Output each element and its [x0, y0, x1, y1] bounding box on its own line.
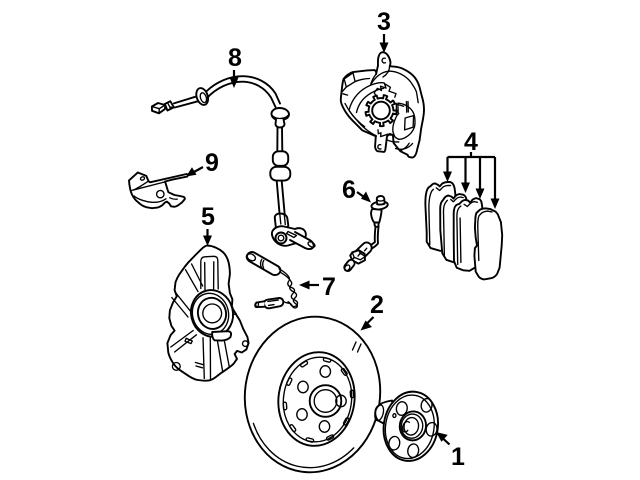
svg-text:5: 5 — [201, 203, 215, 231]
svg-text:2: 2 — [370, 291, 384, 319]
svg-text:4: 4 — [464, 128, 478, 156]
svg-text:9: 9 — [205, 149, 219, 177]
svg-text:3: 3 — [377, 8, 391, 36]
svg-text:6: 6 — [342, 176, 356, 204]
svg-text:8: 8 — [228, 44, 242, 72]
svg-text:1: 1 — [451, 443, 465, 471]
svg-text:7: 7 — [322, 273, 336, 301]
